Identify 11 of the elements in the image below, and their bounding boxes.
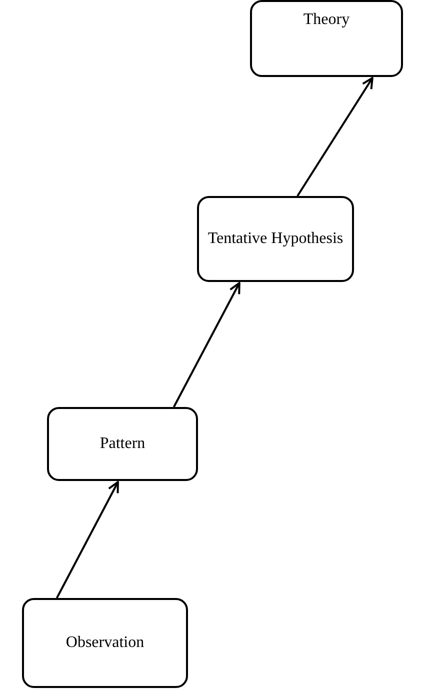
- arrow: [296, 77, 374, 197]
- node-label: Tentative Hypothesis: [206, 228, 344, 249]
- node-label: Pattern: [98, 434, 146, 454]
- process-box: [250, 0, 403, 77]
- node-label: Theory: [302, 10, 351, 30]
- process-box: [47, 407, 198, 481]
- arrow: [56, 481, 119, 598]
- process-box: [197, 196, 354, 282]
- process-box: [22, 598, 188, 688]
- node-label: Observation: [64, 632, 146, 653]
- arrow: [172, 282, 240, 408]
